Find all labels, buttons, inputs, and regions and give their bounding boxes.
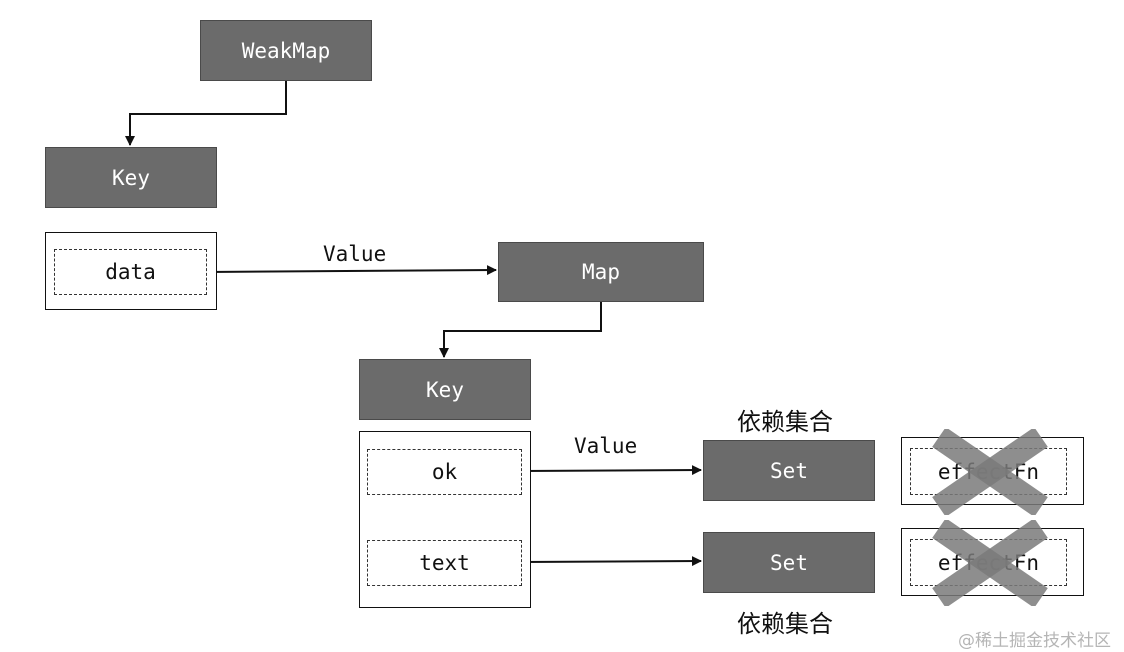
removed-cross-top-icon bbox=[932, 429, 1048, 515]
value-label-mid: Value bbox=[574, 434, 638, 458]
map-to-key-connector bbox=[439, 301, 602, 358]
weakmap-to-key-connector bbox=[125, 80, 287, 146]
set-node-top-label: Set bbox=[770, 458, 808, 483]
text-to-set-connector bbox=[521, 556, 702, 567]
map-node-label: Map bbox=[582, 260, 620, 284]
data-to-map-connector bbox=[206, 265, 497, 276]
removed-cross-bottom-icon bbox=[932, 520, 1048, 606]
text-entry-label: text bbox=[419, 551, 470, 575]
dependency-set-label-top: 依赖集合 bbox=[737, 408, 833, 436]
weakmap-node: WeakMap bbox=[200, 20, 372, 81]
set-node-bottom-label: Set bbox=[770, 550, 808, 575]
weakmap-node-label: WeakMap bbox=[241, 38, 331, 63]
dependency-set-label-bottom: 依赖集合 bbox=[737, 610, 833, 638]
ok-to-set-connector bbox=[521, 465, 702, 476]
set-node-bottom: Set bbox=[703, 532, 875, 593]
data-entry: data bbox=[54, 249, 207, 295]
ok-entry: ok bbox=[367, 449, 522, 495]
key-node-top-label: Key bbox=[112, 165, 150, 190]
ok-entry-label: ok bbox=[431, 460, 458, 484]
data-container bbox=[45, 232, 217, 310]
watermark: @稀土掘金技术社区 bbox=[958, 631, 1111, 651]
key-node-mid-label: Key bbox=[426, 377, 464, 402]
text-entry: text bbox=[367, 540, 522, 586]
key-node-mid: Key bbox=[359, 359, 531, 420]
set-node-top: Set bbox=[703, 440, 875, 501]
key-entries-container bbox=[359, 431, 531, 608]
data-entry-label: data bbox=[105, 260, 156, 284]
value-label-top: Value bbox=[323, 242, 387, 266]
map-node: Map bbox=[498, 242, 704, 302]
key-node-top: Key bbox=[45, 147, 217, 208]
